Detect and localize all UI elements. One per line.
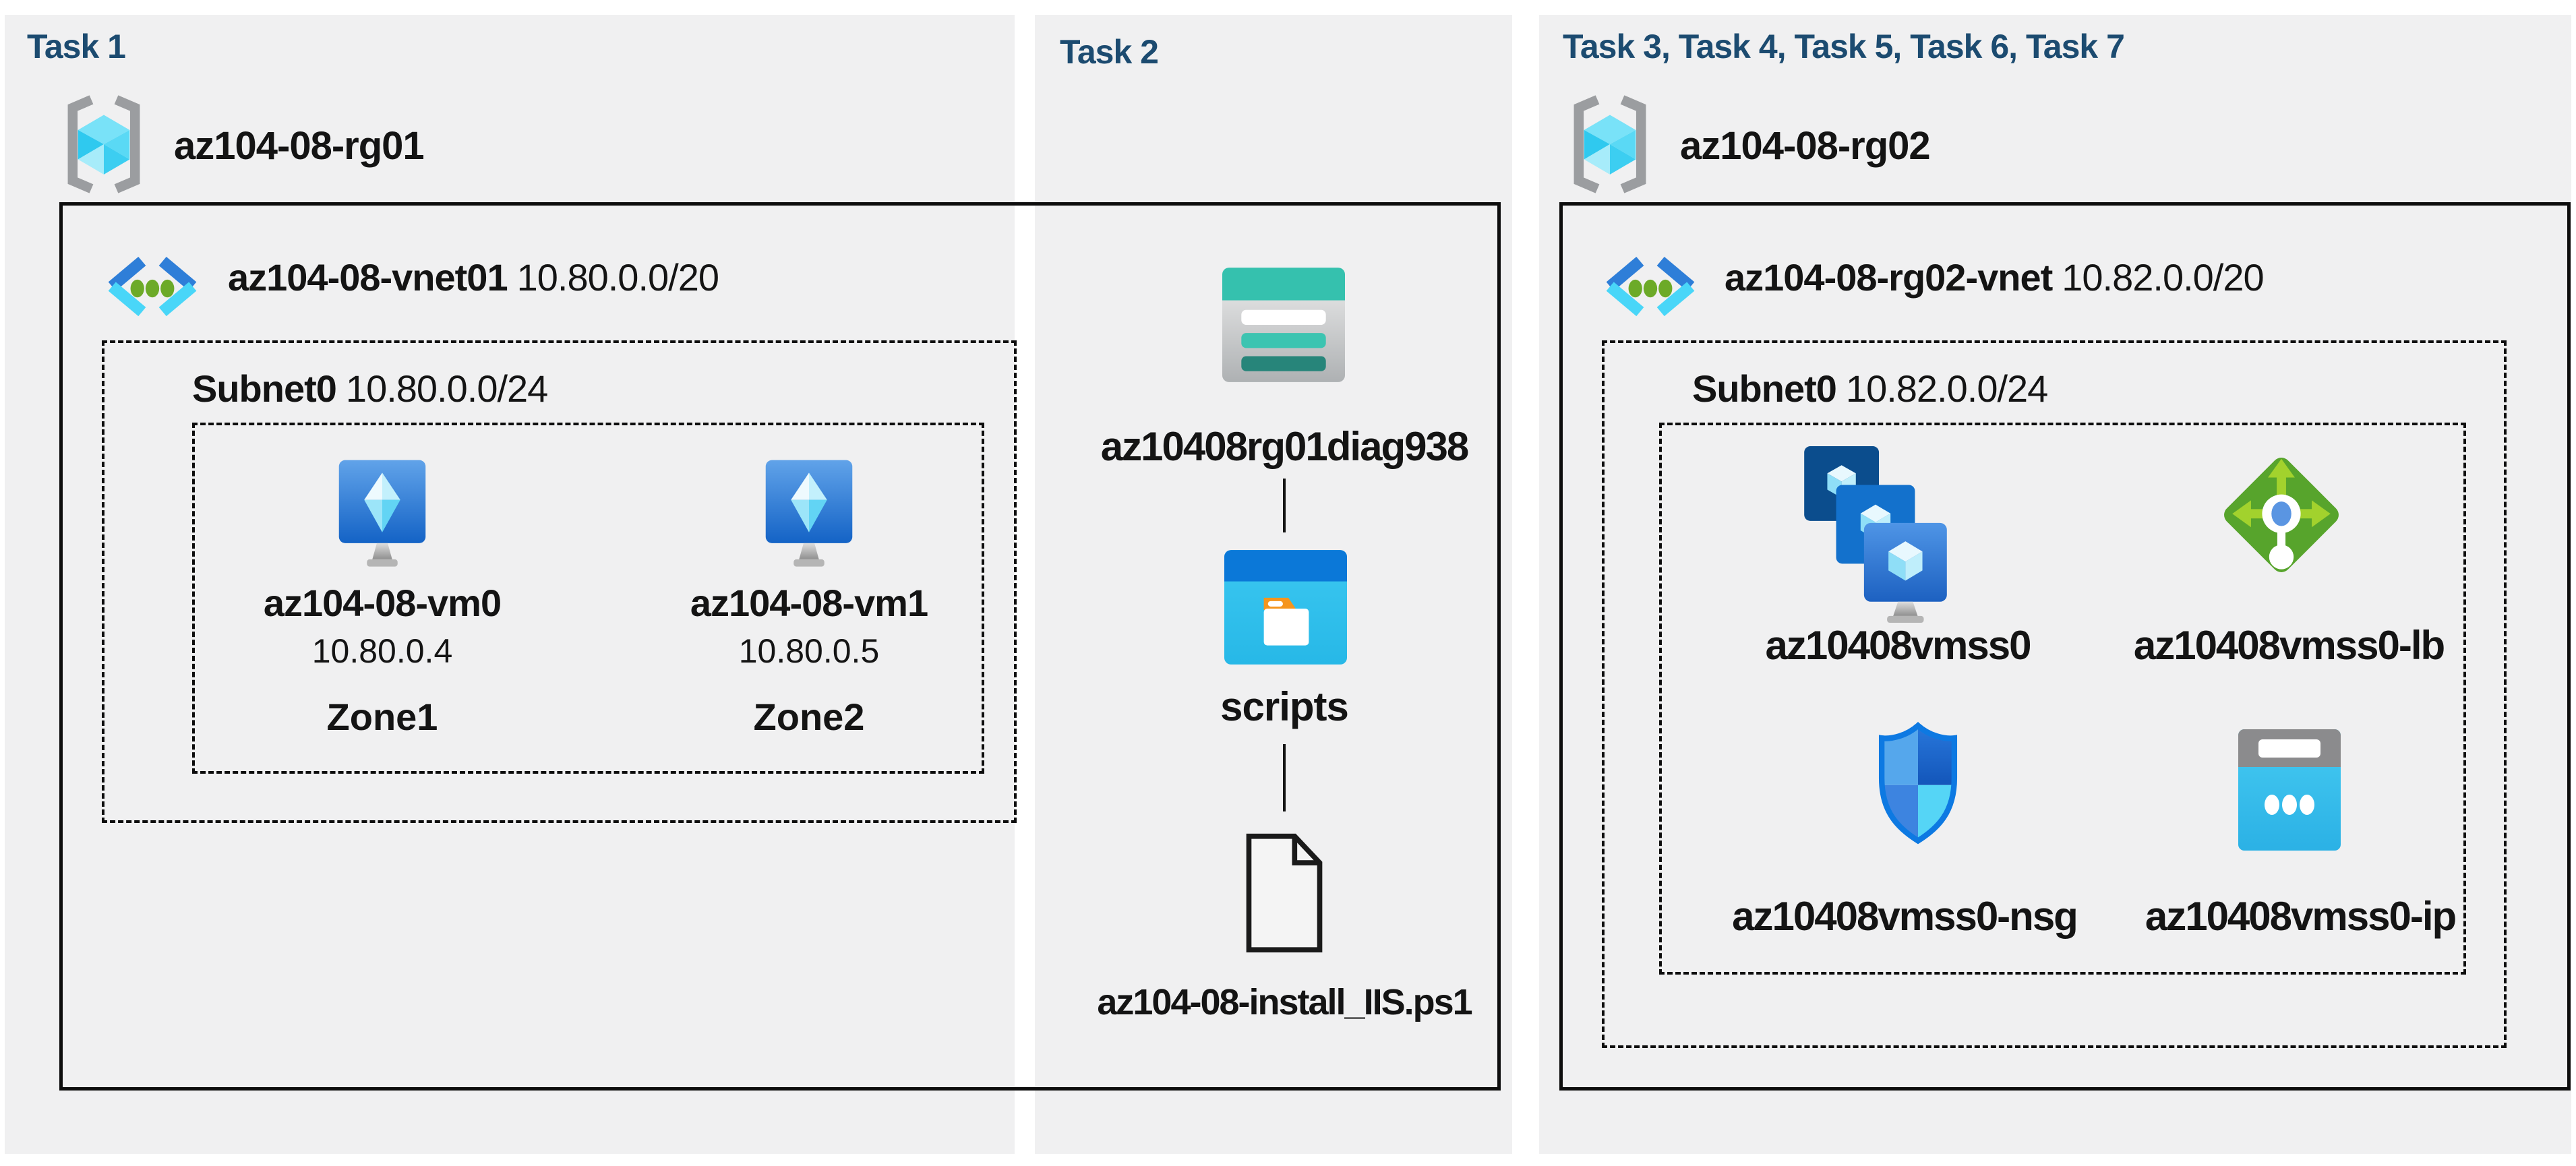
vm-ip: 10.80.0.5 bbox=[738, 632, 880, 670]
rg01-vnet-region-box bbox=[59, 202, 1501, 1091]
public-ip-label: az10408vmss0-ip bbox=[2145, 894, 2457, 939]
task3-header: Task 3, Task 4, Task 5, Task 6, Task 7 bbox=[1563, 28, 2125, 65]
vm-name: az104-08-vm1 bbox=[690, 582, 928, 624]
vm-scale-set-icon bbox=[1804, 446, 1947, 623]
subnet-name: Subnet0 bbox=[192, 367, 337, 410]
resource-group-icon bbox=[1565, 93, 1654, 195]
vnet-icon bbox=[101, 244, 204, 326]
connector-line bbox=[1283, 744, 1286, 811]
connector-line bbox=[1283, 479, 1286, 532]
load-balancer-label: az10408vmss0-lb bbox=[2133, 623, 2445, 668]
subnet-cidr: 10.82.0.0/24 bbox=[1845, 367, 2048, 410]
container-label: scripts bbox=[1220, 684, 1349, 729]
subnet-name: Subnet0 bbox=[1692, 367, 1837, 410]
vnet-name: az104-08-vnet01 bbox=[228, 256, 508, 299]
vmss-group-box bbox=[1659, 423, 2466, 975]
vmss-label: az10408vmss0 bbox=[1765, 623, 2031, 668]
resource-group-icon bbox=[59, 93, 148, 195]
vnet-name: az104-08-rg02-vnet bbox=[1725, 256, 2053, 299]
file-label: az104-08-install_IIS.ps1 bbox=[1097, 982, 1472, 1022]
vnet-icon bbox=[1599, 244, 1702, 326]
storage-account-label: az10408rg01diag938 bbox=[1100, 424, 1469, 469]
rg02-vnet-region-box bbox=[1559, 202, 2571, 1091]
vm-name: az104-08-vm0 bbox=[263, 582, 502, 624]
virtual-machine-icon bbox=[764, 458, 854, 570]
file-icon bbox=[1240, 830, 1329, 956]
resource-group-label: az104-08-rg01 bbox=[174, 124, 425, 168]
task2-header: Task 2 bbox=[1060, 33, 1159, 71]
vm-ip: 10.80.0.4 bbox=[311, 632, 453, 670]
vm-zone: Zone1 bbox=[326, 696, 438, 738]
vm-group-box bbox=[192, 423, 984, 774]
virtual-machine-icon bbox=[337, 458, 427, 570]
blob-container-icon bbox=[1224, 550, 1347, 665]
subnet-cidr: 10.80.0.0/24 bbox=[345, 367, 548, 410]
vnet-cidr: 10.80.0.0/20 bbox=[516, 256, 719, 299]
task1-header: Task 1 bbox=[27, 28, 126, 65]
network-security-group-icon bbox=[1874, 716, 1962, 851]
public-ip-icon bbox=[2238, 729, 2341, 851]
nsg-label: az10408vmss0-nsg bbox=[1732, 894, 2078, 939]
storage-account-icon bbox=[1222, 267, 1345, 383]
vm-zone: Zone2 bbox=[753, 696, 865, 738]
vnet-cidr: 10.82.0.0/20 bbox=[2062, 256, 2264, 299]
load-balancer-icon bbox=[2220, 441, 2343, 588]
subnet-box bbox=[102, 340, 1017, 823]
resource-group-label: az104-08-rg02 bbox=[1680, 124, 1931, 168]
subnet-box bbox=[1602, 340, 2507, 1048]
